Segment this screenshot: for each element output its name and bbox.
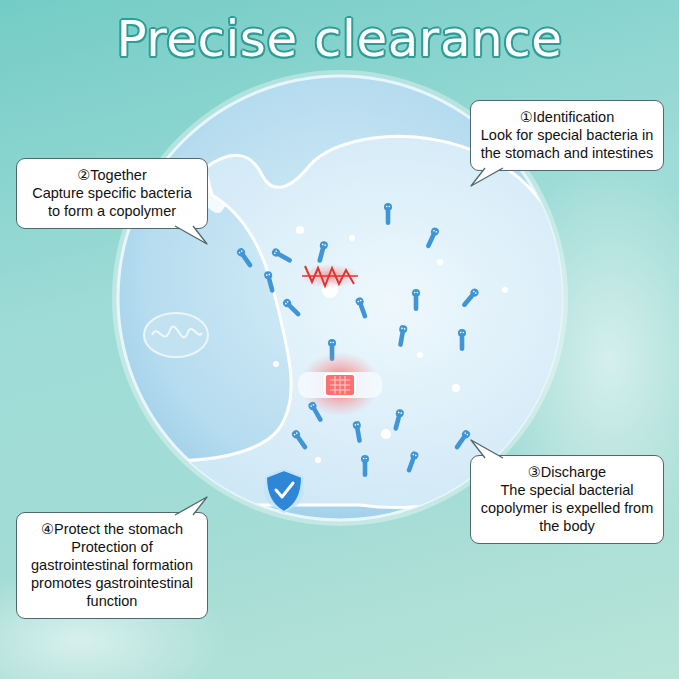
callout-box: ④Protect the stomachProtection of gastro… [16, 512, 208, 619]
callout-box: ①IdentificationLook for special bacteria… [470, 100, 664, 171]
bacterium [424, 226, 441, 249]
bacterium [315, 240, 328, 263]
bacterium [396, 324, 408, 347]
wound-glow [300, 264, 360, 288]
wound-line [302, 275, 358, 277]
bacterium [270, 247, 293, 265]
bubble [296, 226, 304, 234]
callout-tail [469, 168, 505, 188]
page-title: Precise clearance [0, 10, 679, 68]
shield [266, 470, 302, 512]
bubble [381, 429, 391, 439]
bacterium [404, 450, 419, 473]
bacterium [235, 247, 254, 270]
callout-box: ③DischargeThe special bacterial copolyme… [470, 455, 664, 544]
bacteria [235, 203, 480, 477]
organelle-fold [152, 327, 202, 338]
bandage-strip [298, 372, 382, 398]
shield-check [276, 483, 293, 497]
bacterium [452, 429, 471, 452]
callout-heading: ②Together [25, 166, 199, 184]
shield-icon [264, 470, 304, 512]
callout-tail [173, 226, 209, 246]
bubble [273, 361, 279, 367]
callout-body: Capture specific bacteria to form a copo… [25, 184, 199, 220]
bacterium [352, 420, 364, 443]
callout-tail [469, 438, 505, 458]
bacterium [460, 287, 480, 309]
bacterium [361, 455, 369, 477]
bacterium [458, 329, 466, 351]
bandage [298, 352, 382, 416]
bandage-pad [325, 374, 355, 396]
bubbles [273, 226, 508, 463]
bacterium [290, 429, 309, 452]
callout-body: Protection of gastrointestinal formation… [25, 538, 199, 610]
callout-tail-shape [175, 497, 207, 515]
callout-tail-shape [175, 226, 207, 244]
callout-body: Look for special bacteria in the stomach… [479, 126, 655, 162]
bubble [315, 457, 321, 463]
wound-mark [300, 264, 360, 288]
bubble [417, 352, 423, 358]
bacterium [354, 296, 369, 319]
bacterium [412, 289, 420, 311]
callout-tail [173, 495, 209, 515]
bacterium [384, 203, 392, 225]
callout-tail-shape [471, 440, 503, 458]
callout-body: The special bacterial copolymer is expel… [479, 481, 655, 535]
bubble [502, 287, 508, 293]
bubble [452, 384, 460, 392]
bubble [349, 235, 355, 241]
callout-heading: ③Discharge [479, 463, 655, 481]
callout-box: ②TogetherCapture specific bacteria to fo… [16, 158, 208, 229]
callout-tail-shape [471, 168, 503, 186]
bacterium [281, 297, 302, 318]
bubble [437, 259, 443, 265]
organelle [144, 313, 208, 357]
bacterium [391, 408, 404, 431]
bandage-grid [330, 376, 350, 394]
organelle-body [144, 313, 208, 357]
callout-heading: ④Protect the stomach [25, 520, 199, 538]
bacterium [263, 270, 276, 293]
callout-heading: ①Identification [479, 108, 655, 126]
